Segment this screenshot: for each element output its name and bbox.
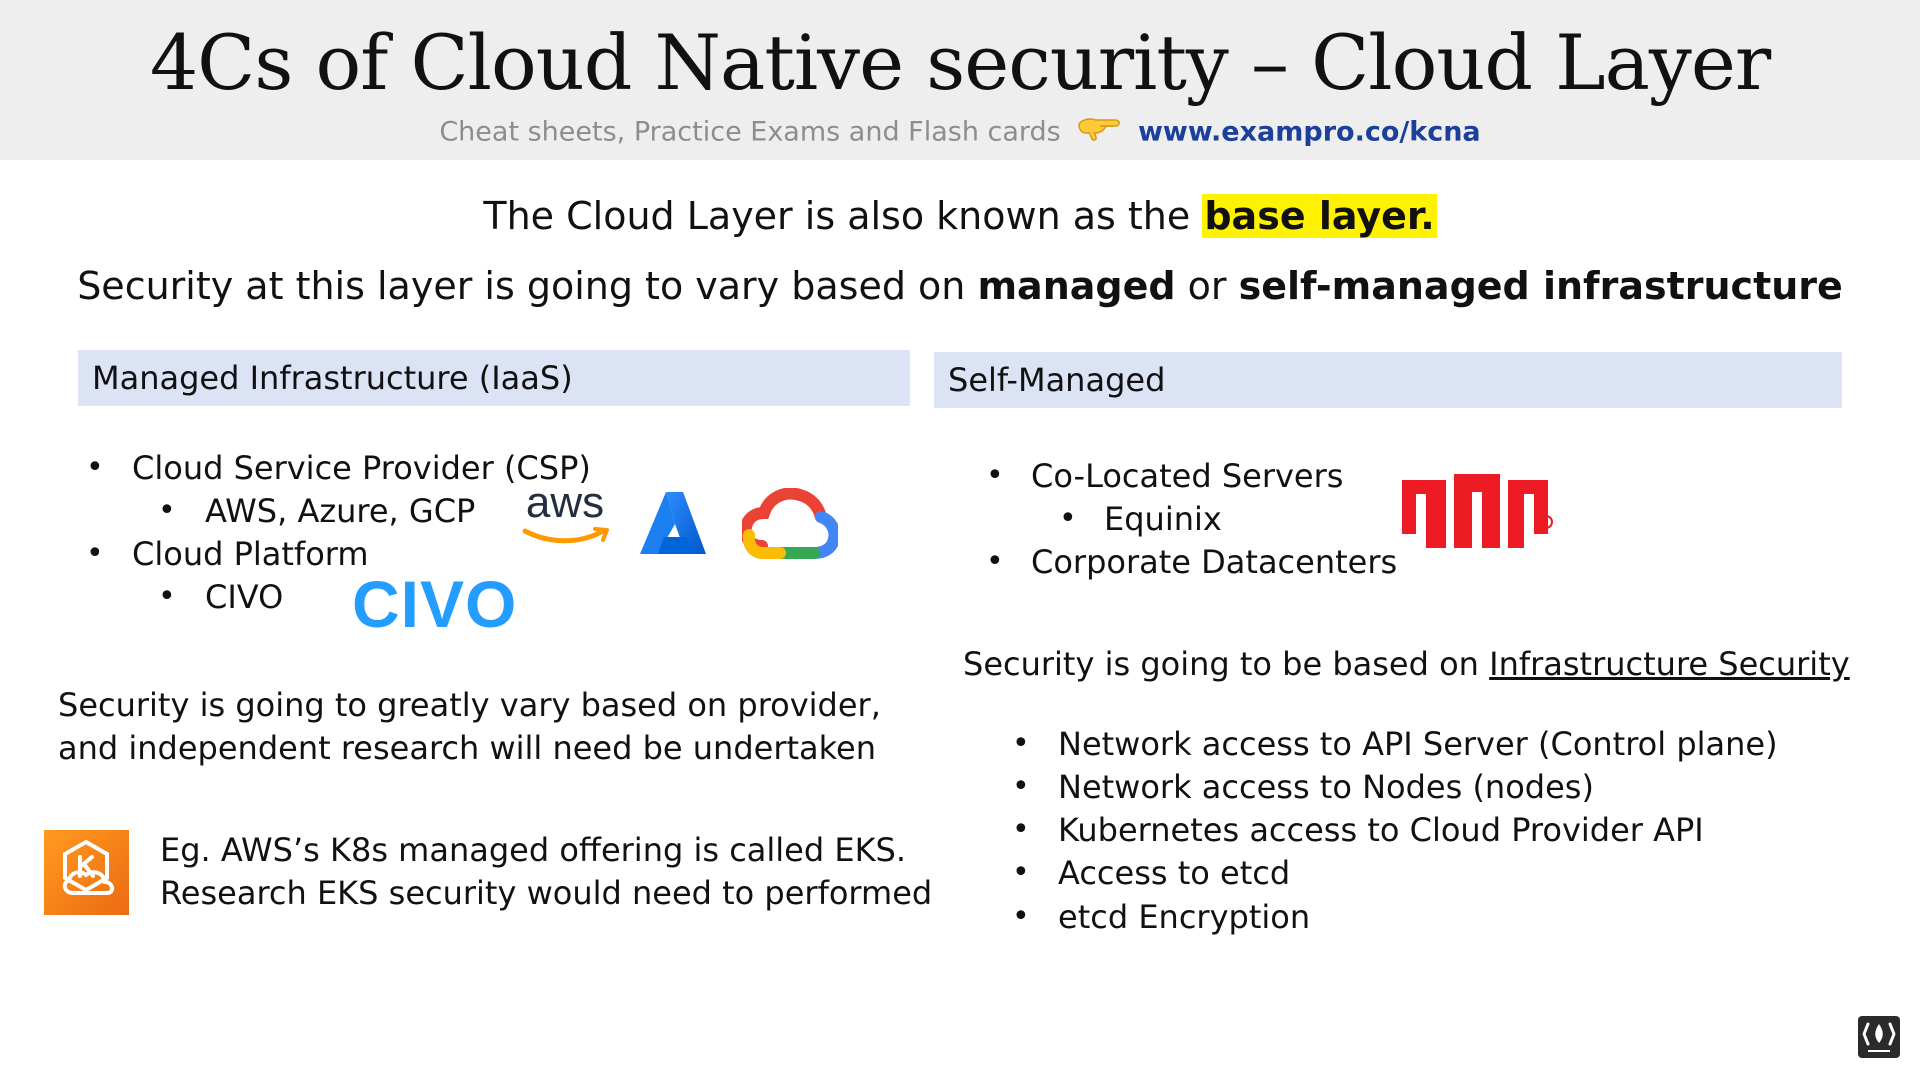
channel-logo-icon — [1858, 1016, 1900, 1058]
subtitle-row: Cheat sheets, Practice Exams and Flash c… — [0, 112, 1920, 154]
security-bullet-2: • — [1012, 769, 1030, 804]
left-bullet-2: • — [86, 536, 104, 571]
eks-example-line-2: Research EKS security would need to perf… — [160, 874, 933, 912]
right-item-equinix: Equinix — [1104, 500, 1222, 538]
subtitle-text: Cheat sheets, Practice Exams and Flash c… — [439, 116, 1061, 148]
security-bullet-4: • — [1012, 855, 1030, 890]
provider-note-line-1: Security is going to greatly vary based … — [58, 686, 881, 724]
self-managed-heading: Self-Managed — [934, 352, 1842, 408]
provider-note-line-2: and independent research will need be un… — [58, 729, 876, 767]
right-item-corporate-datacenters: Corporate Datacenters — [1031, 543, 1398, 581]
right-bullet-1: • — [986, 458, 1004, 493]
infrastructure-security-link[interactable]: Infrastructure Security — [1489, 645, 1850, 683]
intro-line-2-prefix: Security at this layer is going to vary … — [77, 264, 978, 308]
svg-text:R: R — [1543, 519, 1549, 528]
azure-logo-icon — [638, 490, 708, 556]
security-bullet-3: • — [1012, 812, 1030, 847]
infrastructure-security-prefix: Security is going to be based on — [963, 645, 1490, 683]
google-cloud-logo-icon — [739, 487, 841, 564]
right-item-co-located: Co-Located Servers — [1031, 457, 1344, 495]
pointing-hand-icon — [1077, 112, 1123, 154]
self-managed-term: self-managed infrastructure — [1238, 264, 1843, 308]
security-item-cloud-provider-api: Kubernetes access to Cloud Provider API — [1058, 811, 1704, 849]
security-item-etcd-access: Access to etcd — [1058, 854, 1291, 892]
managed-infrastructure-heading: Managed Infrastructure (IaaS) — [78, 350, 910, 406]
security-item-nodes: Network access to Nodes (nodes) — [1058, 768, 1594, 806]
left-bullet-1: • — [86, 450, 104, 485]
equinix-logo-icon: R — [1398, 466, 1556, 556]
left-item-civo: CIVO — [205, 578, 284, 616]
amazon-eks-icon — [44, 830, 129, 915]
header-band: 4Cs of Cloud Native security – Cloud Lay… — [0, 0, 1920, 160]
right-bullet-2: • — [986, 544, 1004, 579]
left-sub-bullet-2: • — [158, 579, 176, 614]
intro-line-1-text: The Cloud Layer is also known as the — [483, 194, 1203, 238]
left-item-cloud-platform: Cloud Platform — [132, 535, 369, 573]
aws-logo: aws — [515, 478, 615, 552]
right-sub-bullet-1: • — [1059, 501, 1077, 536]
infrastructure-security-line: Security is going to be based on Infrast… — [963, 643, 1850, 685]
security-bullet-1: • — [1012, 726, 1030, 761]
security-bullet-5: • — [1012, 899, 1030, 934]
managed-term: managed — [977, 264, 1176, 308]
civo-logo-text: CIVO — [352, 567, 518, 641]
aws-smile-icon — [522, 527, 609, 544]
civo-logo: CIVO — [352, 567, 522, 641]
intro-line-2: Security at this layer is going to vary … — [0, 262, 1920, 310]
exampro-link[interactable]: www.exampro.co/kcna — [1137, 116, 1481, 148]
intro-line-2-middle: or — [1175, 264, 1239, 308]
left-sub-bullet-1: • — [158, 493, 176, 528]
security-item-api-server: Network access to API Server (Control pl… — [1058, 725, 1778, 763]
slide-title: 4Cs of Cloud Native security – Cloud Lay… — [149, 18, 1771, 107]
security-item-etcd-encryption: etcd Encryption — [1058, 898, 1311, 936]
eks-example-line-1: Eg. AWS’s K8s managed offering is called… — [160, 831, 907, 869]
left-item-csp: Cloud Service Provider (CSP) — [132, 449, 591, 487]
base-layer-highlight: base layer. — [1202, 194, 1437, 238]
intro-line-1: The Cloud Layer is also known as the bas… — [0, 192, 1920, 240]
left-item-aws-azure-gcp: AWS, Azure, GCP — [205, 492, 476, 530]
aws-logo-text: aws — [525, 478, 605, 527]
